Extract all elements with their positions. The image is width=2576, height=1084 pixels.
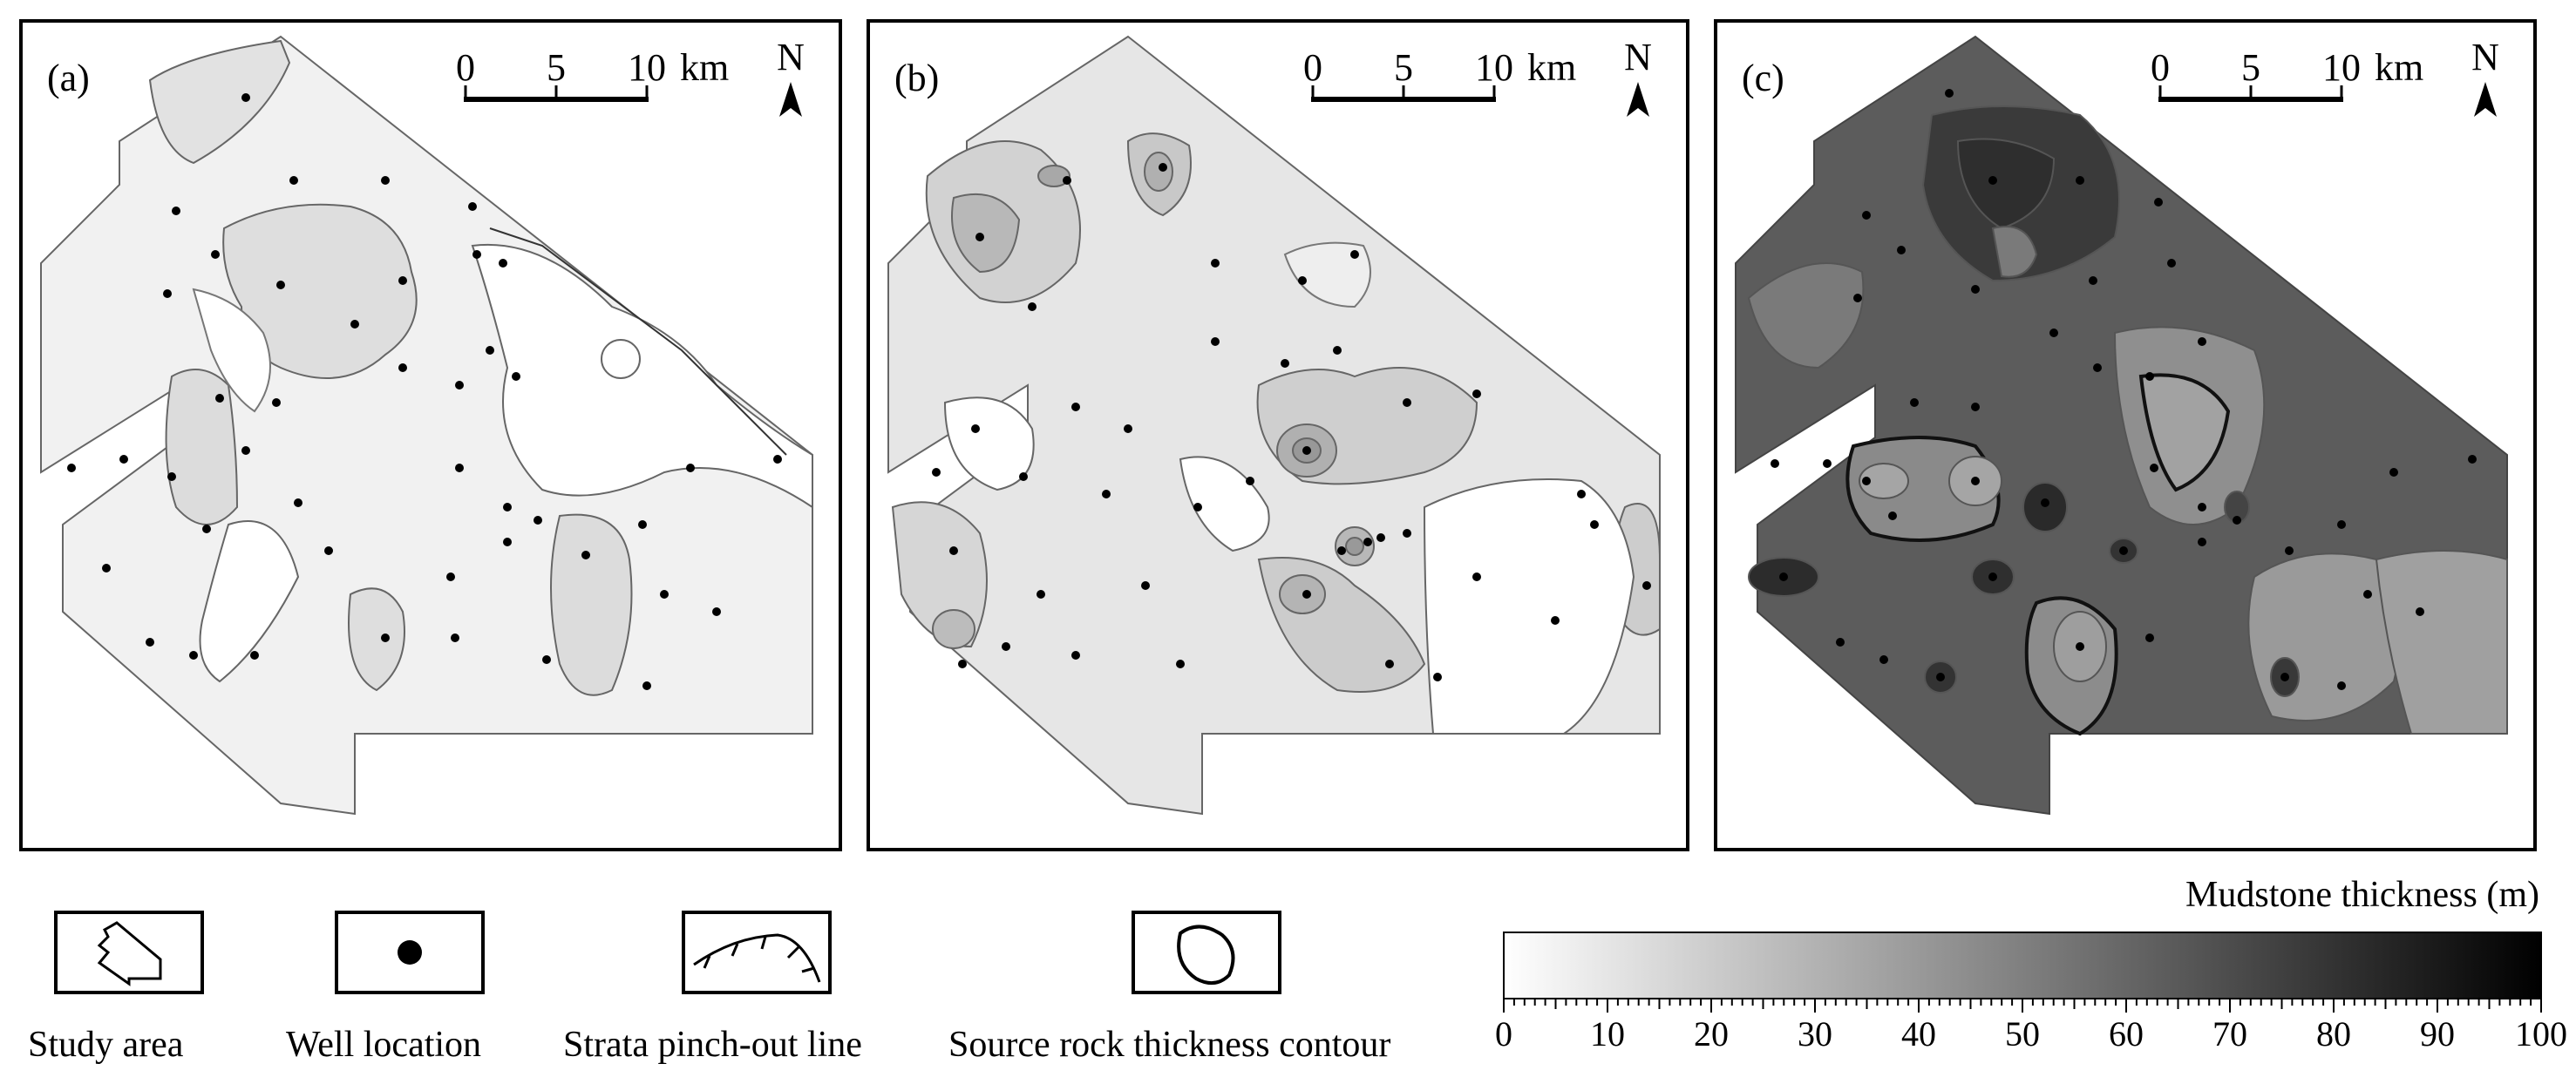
scale-bar: 0 5 10 km: [1303, 46, 1576, 102]
scale-tick-10: 10: [2322, 46, 2361, 89]
north-arrow-icon: N: [1624, 36, 1652, 117]
panel-label: (c): [1742, 57, 1784, 99]
scale-unit: km: [2375, 46, 2423, 89]
study-area-map-c: [1735, 35, 2508, 816]
legend-label-pinch-out: Strata pinch-out line: [563, 1025, 862, 1065]
colorbar-tick-label: 70: [2212, 1014, 2247, 1054]
north-arrow-icon: N: [2471, 36, 2499, 117]
colorbar-tick-label: 100: [2515, 1014, 2567, 1054]
scale-tick-10: 10: [1475, 46, 1513, 89]
scale-tick-5: 5: [547, 46, 566, 89]
colorbar-tick-label: 20: [1694, 1014, 1729, 1054]
well-markers-a: [67, 93, 782, 690]
contour-loop-icon: [1132, 911, 1281, 994]
north-arrow-icon: N: [777, 36, 805, 117]
panel-label: (b): [894, 57, 939, 99]
thickness-colorbar: 0 10 20 30 40 50 60 70 80 90 100: [1495, 932, 2567, 1054]
colorbar-tick-label: 50: [2005, 1014, 2040, 1054]
study-area-map-b: [887, 35, 1661, 816]
scale-bar: 0 5 10 km: [456, 46, 729, 102]
well-markers-b: [932, 163, 1651, 681]
colorbar-tick-label: 40: [1901, 1014, 1936, 1054]
svg-text:N: N: [1624, 36, 1652, 78]
map-panel-b: (b) 0 5 10 km N: [867, 19, 1689, 851]
study-area-outline-icon: [54, 911, 204, 994]
legend-label-contour: Source rock thickness contour: [948, 1025, 1391, 1065]
colorbar-gradient: [1503, 932, 2542, 999]
well-dot-icon: [335, 911, 485, 994]
map-panel-c: (c) 0 5 10 km N: [1714, 19, 2537, 851]
scale-tick-5: 5: [1394, 46, 1413, 89]
study-area-map-a: [40, 35, 813, 816]
scale-tick-0: 0: [2151, 46, 2170, 89]
colorbar-tick-label: 90: [2420, 1014, 2455, 1054]
legend-label-well-location: Well location: [286, 1025, 482, 1065]
colorbar-tick-label: 60: [2109, 1014, 2144, 1054]
panel-label: (a): [47, 57, 90, 99]
colorbar-tick-label: 80: [2316, 1014, 2351, 1054]
svg-text:N: N: [777, 36, 805, 78]
map-panel-a: (a) 0 5 10 km N: [19, 19, 842, 851]
colorbar-tick-label: 10: [1590, 1014, 1625, 1054]
colorbar-title: Mudstone thickness (m): [2185, 875, 2539, 915]
colorbar-tick-label: 0: [1495, 1014, 1512, 1054]
pinch-out-line-icon: [682, 911, 832, 994]
scale-bar: 0 5 10 km: [2151, 46, 2423, 102]
well-markers-c: [1771, 89, 2477, 690]
colorbar-ticks: [1503, 999, 2542, 1013]
scale-tick-10: 10: [628, 46, 666, 89]
scale-unit: km: [680, 46, 729, 89]
scale-tick-5: 5: [2241, 46, 2260, 89]
colorbar-tick-labels: 0 10 20 30 40 50 60 70 80 90 100: [1495, 1014, 2567, 1054]
svg-text:N: N: [2471, 36, 2499, 78]
colorbar-tick-label: 30: [1798, 1014, 1832, 1054]
scale-tick-0: 0: [456, 46, 475, 89]
legend-label-study-area: Study area: [28, 1025, 184, 1065]
scale-tick-0: 0: [1303, 46, 1322, 89]
scale-unit: km: [1527, 46, 1576, 89]
